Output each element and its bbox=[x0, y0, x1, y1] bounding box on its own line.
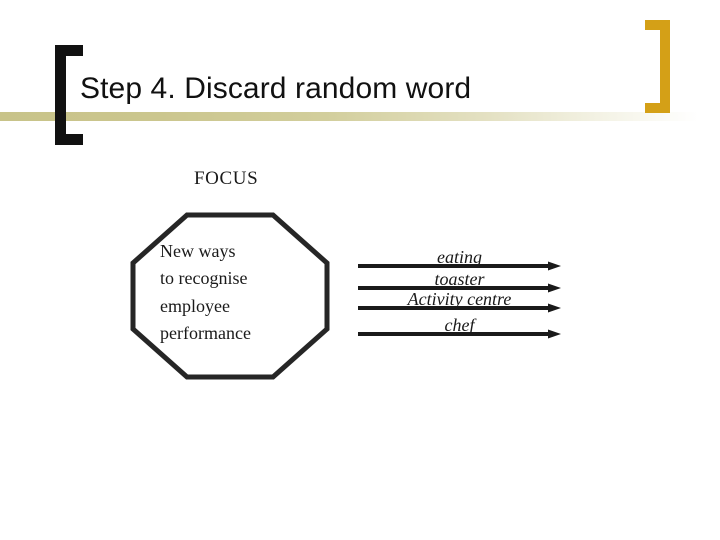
discarded-word-label: chef bbox=[444, 315, 475, 335]
octagon-line-4: performance bbox=[160, 323, 251, 344]
strike-arrow-icon bbox=[358, 329, 561, 339]
octagon-line-2: to recognise bbox=[160, 268, 248, 289]
strike-arrow-icon bbox=[358, 283, 561, 293]
discarded-word-row: eating bbox=[358, 244, 561, 271]
close-bracket-icon bbox=[645, 20, 670, 113]
strike-arrow-icon bbox=[358, 303, 561, 313]
focus-octagon: New ways to recognise employee performan… bbox=[130, 212, 330, 380]
octagon-line-1: New ways bbox=[160, 241, 236, 261]
focus-label: FOCUS bbox=[194, 168, 259, 189]
octagon-text: New ways to recognise employee performan… bbox=[160, 238, 310, 347]
octagon-line-3: employee bbox=[160, 295, 230, 316]
open-bracket-icon bbox=[55, 45, 83, 145]
discarded-word-row: chef bbox=[358, 312, 561, 339]
strike-arrow-icon bbox=[358, 261, 561, 271]
discarded-words-list: eating toaster Activity centre chef bbox=[358, 238, 568, 344]
discarded-word-label: eating bbox=[437, 247, 482, 267]
discarded-word-row: Activity centre bbox=[358, 286, 561, 313]
discarded-word-row: toaster bbox=[358, 266, 561, 293]
octagon-shape-icon bbox=[130, 212, 330, 380]
discarded-word-label: Activity centre bbox=[407, 289, 512, 309]
title-underline-band bbox=[0, 112, 720, 121]
discarded-word-label: toaster bbox=[434, 269, 485, 289]
page-title: Step 4. Discard random word bbox=[80, 72, 472, 105]
